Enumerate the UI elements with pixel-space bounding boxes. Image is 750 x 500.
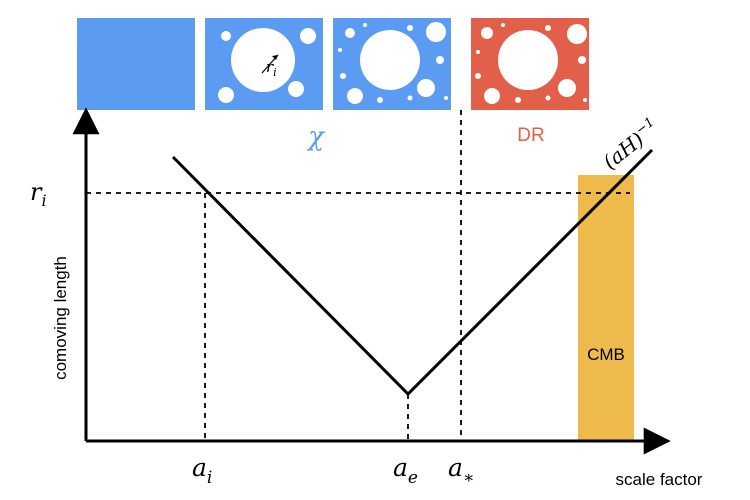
panel-dark-radiation <box>471 18 589 110</box>
x-tick-ai: ai <box>192 453 212 488</box>
x-axis-label: scale factor <box>616 470 703 489</box>
x-tick-astar: a∗ <box>448 453 474 488</box>
horizon-label: (aH)−1 <box>598 115 664 174</box>
dr-label: DR <box>517 125 544 146</box>
panel-empty <box>77 18 195 110</box>
chi-label: χ <box>306 122 326 152</box>
panel-percolation <box>333 18 451 110</box>
x-tick-ae: ae <box>393 453 418 488</box>
cmb-label: CMB <box>587 345 625 364</box>
y-tick-ri: ri <box>30 178 47 210</box>
panel-nucleation: ri <box>205 18 323 110</box>
y-axis-label: comoving length <box>51 256 70 380</box>
